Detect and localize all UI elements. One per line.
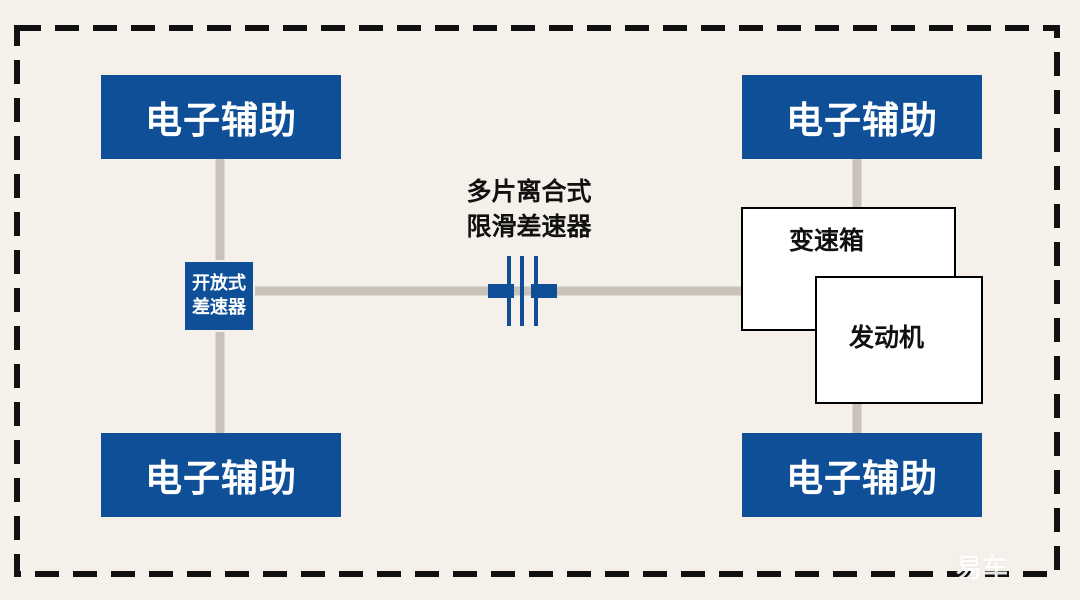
gearbox-label: 变速箱 — [789, 226, 865, 255]
wheel-assist-rear-left: 电子辅助 — [742, 75, 982, 159]
watermark-logo: 易车 — [956, 554, 1009, 584]
wheel-assist-rear-right: 电子辅助 — [742, 433, 982, 517]
open-differential-box: 开放式 差速器 — [183, 260, 255, 332]
engine-box: 发动机 — [815, 276, 983, 404]
open-differential-label-line2: 差速器 — [192, 297, 246, 318]
engine-label: 发动机 — [849, 323, 925, 352]
lsd-label-line2: 限滑差速器 — [466, 212, 592, 241]
lsd-label-line1: 多片离合式 — [466, 177, 592, 206]
clutch-pack-icon — [488, 256, 557, 326]
wheel-assist-front-right: 电子辅助 — [101, 433, 341, 517]
wheel-assist-front-left: 电子辅助 — [101, 75, 341, 159]
open-differential-label-line1: 开放式 — [192, 273, 246, 294]
dashed-frame — [14, 25, 1060, 577]
limited-slip-differential-label: 多片离合式 限滑差速器 — [440, 174, 618, 244]
